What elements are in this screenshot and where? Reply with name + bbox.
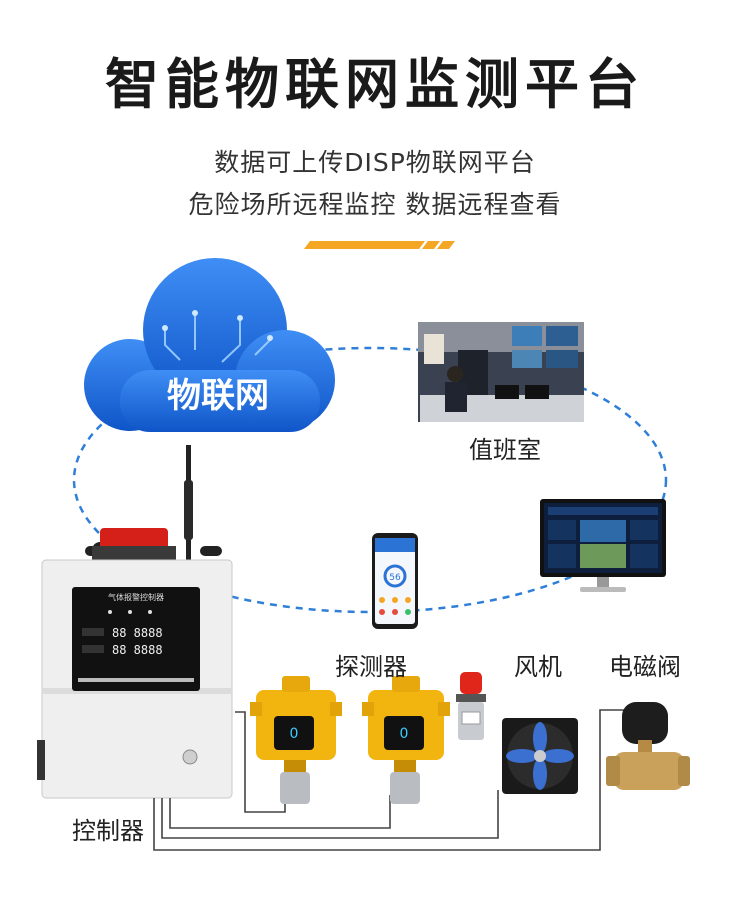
gas-alarm-controller: 气体报警控制器 88 8888 88 8888 [37,528,233,799]
controller-panel-title: 气体报警控制器 [108,592,164,602]
detector-label: 探测器 [335,653,407,681]
iot-cloud-icon [84,258,335,432]
duty-room-label: 值班室 [469,436,541,464]
cloud-label: 物联网 [167,376,269,416]
valve-label: 电磁阀 [609,653,681,681]
accent-stripes [304,241,455,249]
dashboard-monitor-icon [540,499,666,592]
duty-room-photo [418,322,584,422]
detector-display-1: 0 [290,726,299,742]
gas-detector-1: 0 [250,676,342,804]
exhaust-fan-icon [502,718,578,794]
controller-label: 控制器 [72,817,144,845]
subtitle-line-2: 危险场所远程监控 数据远程查看 [188,190,562,219]
network-loop [72,346,668,614]
fan-label: 风机 [514,653,562,681]
controller-digits-2: 88 8888 [112,643,163,657]
solenoid-valve-icon [606,702,690,790]
detector-display-2: 0 [400,726,409,742]
page-title: 智能物联网监测平台 [105,53,645,116]
wiring [153,709,640,851]
phone-gauge-value: 56 [389,573,401,583]
subtitle-line-1: 数据可上传DISP物联网平台 [214,148,536,177]
gas-detector-2: 0 [362,672,486,804]
smartphone-icon: 56 [372,533,418,629]
controller-digits-1: 88 8888 [112,626,163,640]
antenna-icon [184,445,193,560]
